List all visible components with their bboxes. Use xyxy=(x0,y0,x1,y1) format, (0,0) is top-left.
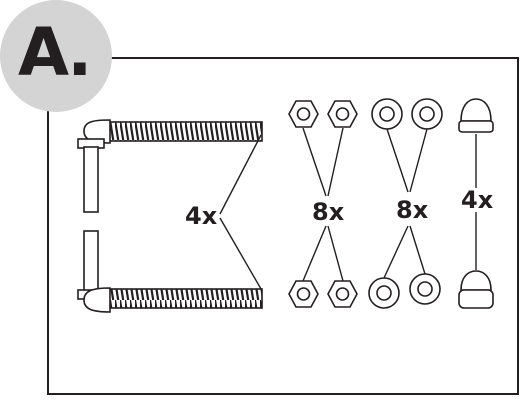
qty-label-caps: 4x xyxy=(459,186,496,214)
acorn-cap-bottom xyxy=(458,270,494,309)
leader-lines-nuts xyxy=(302,127,344,282)
panel-frame xyxy=(47,57,519,395)
leader-lines-washers xyxy=(383,128,428,279)
qty-label-nuts: 8x xyxy=(310,198,347,226)
washer xyxy=(371,98,403,130)
u-bolt-bottom xyxy=(77,230,263,313)
washer xyxy=(409,273,441,305)
washer xyxy=(368,277,400,309)
step-badge xyxy=(0,0,112,112)
washer xyxy=(411,98,443,130)
u-bolt-top xyxy=(77,119,263,213)
hex-nut xyxy=(327,280,358,308)
step-badge-label: A. xyxy=(18,14,92,91)
leader-lines-bolts xyxy=(219,134,262,290)
qty-label-bolts: 4x xyxy=(183,202,220,230)
acorn-cap-top xyxy=(458,98,494,133)
hex-nut xyxy=(327,100,358,128)
hex-nut xyxy=(288,100,319,128)
hex-nut xyxy=(288,280,319,308)
qty-label-washers: 8x xyxy=(394,196,431,224)
